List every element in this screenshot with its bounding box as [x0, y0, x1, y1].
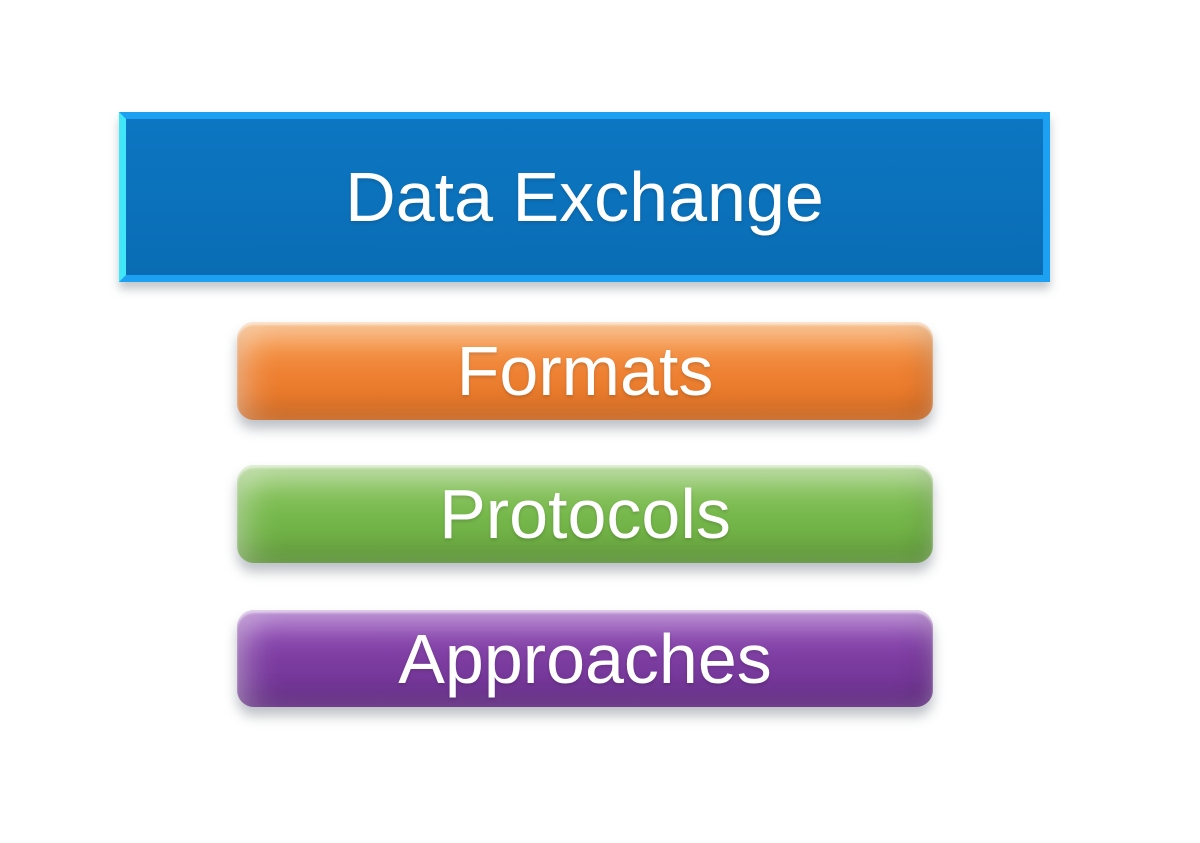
item-box-approaches: Approaches	[237, 610, 933, 707]
item-box-protocols-label: Protocols	[439, 475, 731, 553]
item-box-formats-label: Formats	[456, 332, 714, 410]
item-box-formats: Formats	[237, 322, 933, 420]
item-box-protocols: Protocols	[237, 465, 933, 563]
item-box-approaches-label: Approaches	[398, 619, 772, 698]
title-box-data-exchange: Data Exchange	[119, 112, 1050, 282]
title-box-label: Data Exchange	[345, 158, 824, 236]
